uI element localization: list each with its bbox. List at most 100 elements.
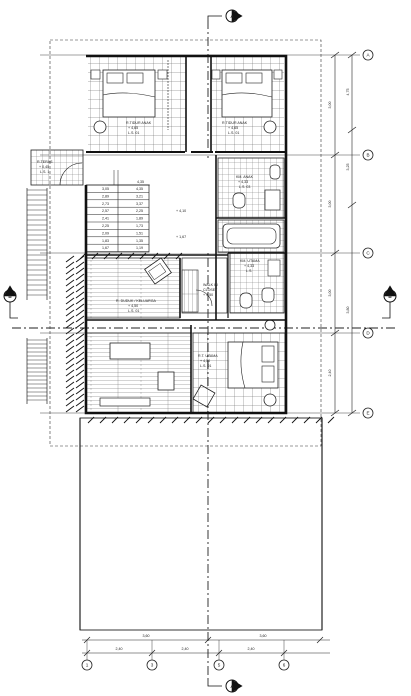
hatch-mark [279,416,287,424]
hatch-mark [75,327,85,335]
svg-text:+ 1,67: + 1,67 [176,235,186,239]
grid-bubble-label-1: 1 [86,663,89,668]
dim-upper-label: 3,60 [260,634,267,638]
grid-bubble-A [362,49,374,61]
dim-lower-label: 2,40 [116,647,123,651]
hatch-mark [75,345,85,353]
hatch-mark [75,309,85,317]
grid-bubble-C [362,247,374,259]
stair-level-b: 3,21 [136,194,143,198]
hatch-mark [65,387,75,395]
hatch-mark [75,363,85,371]
hatch-mark [75,291,85,299]
hatch-mark [75,375,85,383]
external-steps [26,188,48,404]
stair-mid-level: + 4,10 [176,209,186,213]
hatch-mark [75,351,85,359]
grid-bubble-label-D: D [366,331,370,336]
hatch-mark [75,339,85,347]
dim-tick [330,249,340,257]
dim-outer-label: 3,25 [346,164,350,171]
dim-outer-label: 4,75 [346,89,350,96]
teras-name: R.TERAS [37,160,53,164]
stair-level-a: 2,73 [102,202,109,206]
svg-text:+ 0,45: + 0,45 [39,165,49,169]
hatch-mark [75,387,85,395]
hatch-mark [75,369,85,377]
hatch-mark [65,333,75,341]
svg-text:+ 4,65: + 4,65 [128,126,138,130]
hatch-mark [163,252,171,260]
hatch-mark [65,399,75,407]
km-anak-name: KM. ANAK [236,175,254,179]
hatch-mark [65,327,75,335]
hatch-mark [75,267,85,275]
grid-bubble-label-B: B [366,153,369,158]
svg-text:L.S. 01: L.S. 01 [128,131,139,135]
hatch-mark [87,416,95,424]
km-anak [217,157,285,219]
section-marker-left[interactable]: B [3,285,17,303]
hatch-mark [65,339,75,347]
stair-level-b: 1,51 [136,231,143,235]
section-marker-top-label: A [230,14,234,19]
svg-text:L.S. 01: L.S. 01 [128,309,139,313]
grid-bubble-3 [146,659,158,671]
hatch-mark [65,375,75,383]
hatch-mark [147,416,155,424]
hatch-mark [75,357,85,365]
hatch-mark [243,416,251,424]
hatch-mark [315,416,323,424]
hatch-mark [65,309,75,317]
section-marker-right[interactable]: B [383,285,397,303]
hatch-mark [75,399,85,407]
grid-bubble-B [362,149,374,161]
tidur-utama-name: R.T. UTAMA [198,354,218,358]
svg-text:+ 4,65: + 4,65 [228,126,238,130]
walkin-name: WALK IN [203,283,218,287]
stair-level-a: 2,57 [102,209,109,213]
hatch-mark [75,315,85,323]
section-leader-top [207,15,222,20]
carport-area [79,417,323,631]
section-marker-bottom-arrow [231,679,243,693]
dim-tick [316,636,324,644]
stair-level-b: 1,73 [136,224,143,228]
hatch-mark [303,416,311,424]
stair-level-b: 1,89 [136,217,143,221]
stair-level-labels: 3,052,892,732,572,412,252,091,831,674,35… [102,180,144,250]
svg-text:R. DUDUK / KELUARGA: R. DUDUK / KELUARGA [116,299,157,303]
stair-level-b: 1,19 [136,246,143,250]
hatch-mark [115,252,123,260]
stair-level-a: 2,89 [102,194,109,198]
km-utama-name: KM. UTAMA [240,259,260,263]
hatch-mark [111,416,119,424]
hatch-mark [65,285,75,293]
dim-tick [347,126,357,134]
hatch-mark [65,369,75,377]
bathtub-area [217,219,285,253]
section-marker-top-arrow [231,9,243,23]
hatch-mark [291,416,299,424]
hatch-mark [195,416,203,424]
hatch-mark [65,315,75,323]
dim-tick [347,409,357,417]
section-marker-right-arrow [383,285,397,297]
section-marker-bottom[interactable]: A [225,679,243,693]
stair-level-a: 1,83 [102,239,109,243]
section-marker-top[interactable]: A [225,9,243,23]
hatch-mark [135,416,143,424]
dim-tick [347,201,357,209]
right-dimensions: 3,003,003,002,404,753,253,80 [328,51,357,417]
section-markers[interactable]: A A B B [3,9,397,693]
stair-hall [85,158,216,253]
hatch-mark [103,252,111,260]
tidur-utama [192,319,286,414]
svg-text:+ 4,50: + 4,50 [200,359,210,363]
grid-bubble-D [362,327,374,339]
hatch-mark [171,416,179,424]
hatch-mark [75,279,85,287]
